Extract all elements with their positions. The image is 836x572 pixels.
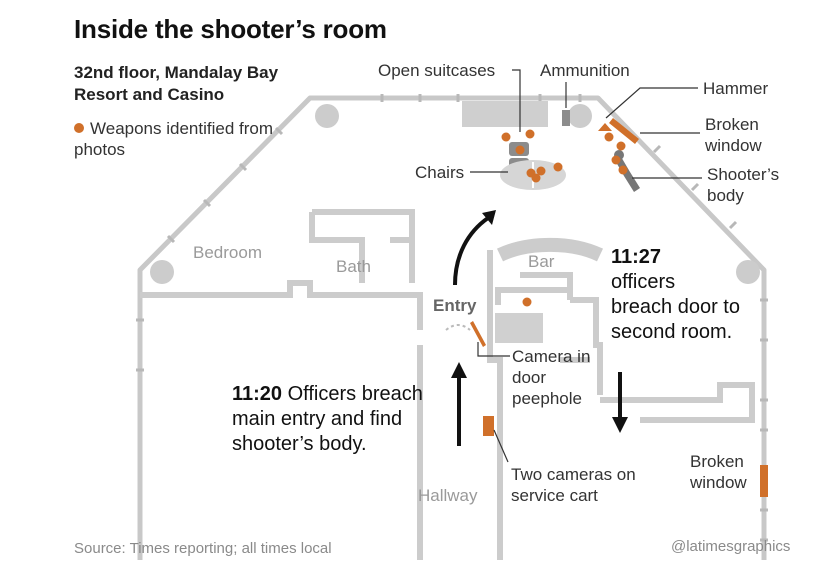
sofa (462, 101, 548, 127)
column-left (150, 260, 174, 284)
broken-window-right-marker (760, 465, 768, 497)
callout-two-cameras: Two cameras on service cart (511, 465, 636, 505)
callout-ammunition: Ammunition (540, 61, 630, 80)
page-title: Inside the shooter’s room (74, 14, 387, 44)
room-entry: Entry (433, 296, 477, 315)
column-top-left (315, 104, 339, 128)
service-cart-cameras (483, 416, 494, 436)
bar-counter (496, 237, 604, 262)
interior-walls (140, 209, 755, 560)
source-note: Source: Times reporting; all times local (74, 540, 332, 557)
callout-open-suitcases: Open suitcases (378, 61, 496, 80)
callout-broken-window-right: Broken window (690, 452, 747, 492)
outer-walls (137, 95, 767, 560)
credit: @latimesgraphics (671, 538, 791, 555)
room-bar: Bar (528, 252, 555, 271)
legend: Weapons identified from photos (74, 118, 294, 160)
callout-camera-peephole: Camera in door peephole (512, 347, 591, 408)
column-right (736, 260, 760, 284)
callout-chairs: Chairs (415, 163, 465, 182)
legend-label: Weapons identified from photos (74, 119, 274, 159)
event-1120: 11:20 Officers breach main entry and fin… (232, 382, 447, 457)
event-1120-text: Officers breach main entry and find shoo… (232, 383, 423, 455)
event-1127-text: officers breach door to second room. (611, 271, 740, 343)
desk (495, 313, 543, 343)
hammer-marker (598, 123, 612, 131)
ammunition-box (562, 110, 570, 126)
event-1127-time: 11:27 (611, 246, 662, 268)
room-hallway: Hallway (418, 486, 478, 505)
weapon-dots (501, 129, 628, 307)
room-bedroom: Bedroom (193, 243, 262, 262)
callout-hammer: Hammer (703, 79, 769, 98)
building-outline (137, 95, 767, 560)
window-ticks (136, 94, 768, 542)
event-arrows (451, 210, 628, 446)
broken-window-top-marker (609, 118, 639, 144)
callout-broken-window-top: Broken window (705, 115, 762, 155)
event-1120-time: 11:20 (232, 383, 283, 405)
orange-markers (470, 118, 768, 497)
subtitle: 32nd floor, Mandalay Bay Resort and Casi… (74, 63, 279, 104)
columns (150, 104, 760, 284)
column-top-right (568, 104, 592, 128)
event-1127: 11:27 officers breach door to second room… (611, 245, 741, 345)
peephole-camera-marker (470, 321, 486, 347)
leader-lines (470, 69, 702, 463)
room-bath: Bath (336, 257, 371, 276)
callout-shooters-body: Shooter’s body (707, 165, 780, 205)
body-shape (616, 155, 640, 192)
legend-dot-icon (74, 123, 84, 133)
